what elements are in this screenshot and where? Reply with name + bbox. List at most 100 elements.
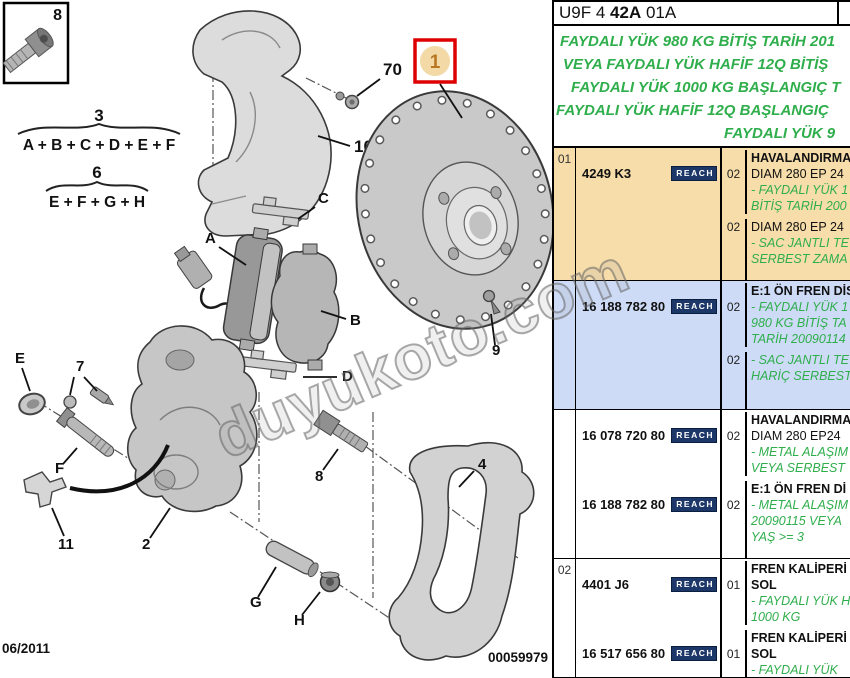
label-carrier: 4 — [478, 456, 487, 473]
part-number[interactable]: 4401 J6 — [582, 577, 629, 592]
part-number[interactable]: 16 517 656 80 — [582, 646, 666, 661]
header-divider — [837, 2, 839, 24]
reach-badge[interactable]: REACH — [671, 577, 717, 592]
footer-doc-number: 00059979 — [488, 650, 548, 665]
description-line: - FAYDALI YÜK H — [722, 593, 850, 609]
leader-line — [439, 83, 463, 119]
qty-cell — [722, 630, 745, 646]
callout-1[interactable]: 1 — [413, 38, 457, 84]
description-line: - SAC JANTLI TE — [722, 235, 850, 251]
guide-cap — [18, 392, 46, 416]
leader-line — [69, 376, 75, 396]
qty-cell — [722, 412, 745, 428]
description-line: FREN KALİPERİ — [722, 561, 850, 577]
description-text: TARİH 20090114 — [745, 331, 850, 347]
leader-line — [490, 313, 496, 346]
description-text: FREN KALİPERİ — [745, 630, 850, 646]
qty-cell — [722, 529, 745, 545]
part-entry: 4401 J6 REACH — [582, 577, 717, 592]
reach-badge[interactable]: REACH — [671, 646, 717, 661]
part-number[interactable]: 16 078 720 80 — [582, 428, 666, 443]
description-text: - FAYDALI YÜK 1 — [745, 182, 850, 198]
description-line: 02 - SAC JANTLI TE — [722, 352, 850, 368]
parts-table-row: 16 078 720 80 REACH 16 188 782 80 REACH HAVA… — [554, 410, 850, 559]
page-code: U9F 4 42A 01A — [554, 0, 850, 26]
description-text: YAŞ >= 3 — [745, 529, 850, 545]
label-sum3: 3 — [94, 106, 103, 125]
label-guide-pin: F — [55, 460, 64, 477]
row-spacer — [722, 267, 850, 280]
description-text: - FAYDALI YÜK — [745, 662, 850, 678]
row-spacer — [722, 545, 850, 558]
note-line: VEYA FAYDALI YÜK HAFİF 12Q BİTİŞ — [563, 56, 829, 73]
item-number — [554, 410, 576, 558]
description-text: 1000 KG — [745, 609, 850, 625]
qty-cell — [722, 283, 745, 299]
bleed-screw-parts — [63, 386, 115, 409]
qty-cell — [722, 198, 745, 214]
part-column: 16 078 720 80 REACH 16 188 782 80 REACH — [576, 410, 722, 558]
applicability-notes: FAYDALI YÜK 980 KG BİTİŞ TARİH 201 VEYA … — [554, 26, 850, 148]
description-text: - SAC JANTLI TE — [745, 352, 850, 368]
leader-line — [297, 206, 316, 220]
description-line: SERBEST ZAMA — [722, 251, 850, 267]
label-pad-inner: A — [205, 230, 216, 247]
part-number[interactable]: 16 188 782 80 — [582, 299, 666, 314]
reach-badge[interactable]: REACH — [671, 428, 717, 443]
leader-line — [356, 78, 381, 97]
brake-pad-inner — [222, 227, 283, 352]
qty-cell — [722, 460, 745, 476]
reach-badge[interactable]: REACH — [671, 299, 717, 314]
description-text: SOL — [745, 646, 850, 662]
description-line: 1000 KG — [722, 609, 850, 625]
code-bold: 42A — [610, 3, 642, 22]
description-text: BİTİŞ TARİH 200 — [745, 198, 850, 214]
description-line: - FAYDALI YÜK — [722, 662, 850, 678]
brake-disc — [355, 90, 553, 330]
qty-cell: 02 — [726, 167, 741, 181]
pad-clip-bottom — [239, 349, 297, 380]
leader-line — [149, 507, 171, 539]
code-suffix: 01A — [641, 3, 677, 22]
leader-line — [320, 310, 347, 320]
part-entry: 16 078 720 80 REACH — [582, 428, 717, 443]
qty-cell: 02 — [726, 353, 741, 367]
description-text: 20090115 VEYA — [745, 513, 850, 529]
legend-group-6: 6 E + F + G + H — [45, 163, 149, 211]
qty-cell — [722, 513, 745, 529]
description-text: - SAC JANTLI TE — [745, 235, 850, 251]
leader-line — [317, 135, 351, 147]
label-cap: E — [15, 350, 25, 367]
description-text: HAVALANDIRMA — [745, 412, 850, 428]
pad-tab — [302, 243, 318, 255]
description-line: 20090115 VEYA — [722, 513, 850, 529]
description-line: 02 - METAL ALAŞIM — [722, 497, 850, 513]
leader-line — [322, 448, 339, 471]
reach-badge[interactable]: REACH — [671, 166, 717, 181]
qty-cell — [722, 444, 745, 460]
qty-cell — [722, 609, 745, 625]
qty-cell — [722, 561, 745, 577]
brace-icon — [45, 180, 149, 192]
shield-screw — [344, 94, 360, 110]
description-text: 980 KG BİTİŞ TA — [745, 315, 850, 331]
description-text: E:1 ÖN FREN Dİ — [745, 481, 850, 497]
leader-line — [83, 376, 98, 392]
qty-cell: 02 — [726, 498, 741, 512]
description-text: - METAL ALAŞIM — [745, 497, 850, 513]
part-number[interactable]: 16 188 782 80 — [582, 497, 666, 512]
label-shield-screw: 70 — [383, 60, 402, 79]
reach-badge[interactable]: REACH — [671, 497, 717, 512]
description-text: E:1 ÖN FREN DİS — [745, 283, 850, 299]
part-number[interactable]: 4249 K3 — [582, 166, 632, 181]
part-entry: 16 517 656 80 REACH — [582, 646, 717, 661]
